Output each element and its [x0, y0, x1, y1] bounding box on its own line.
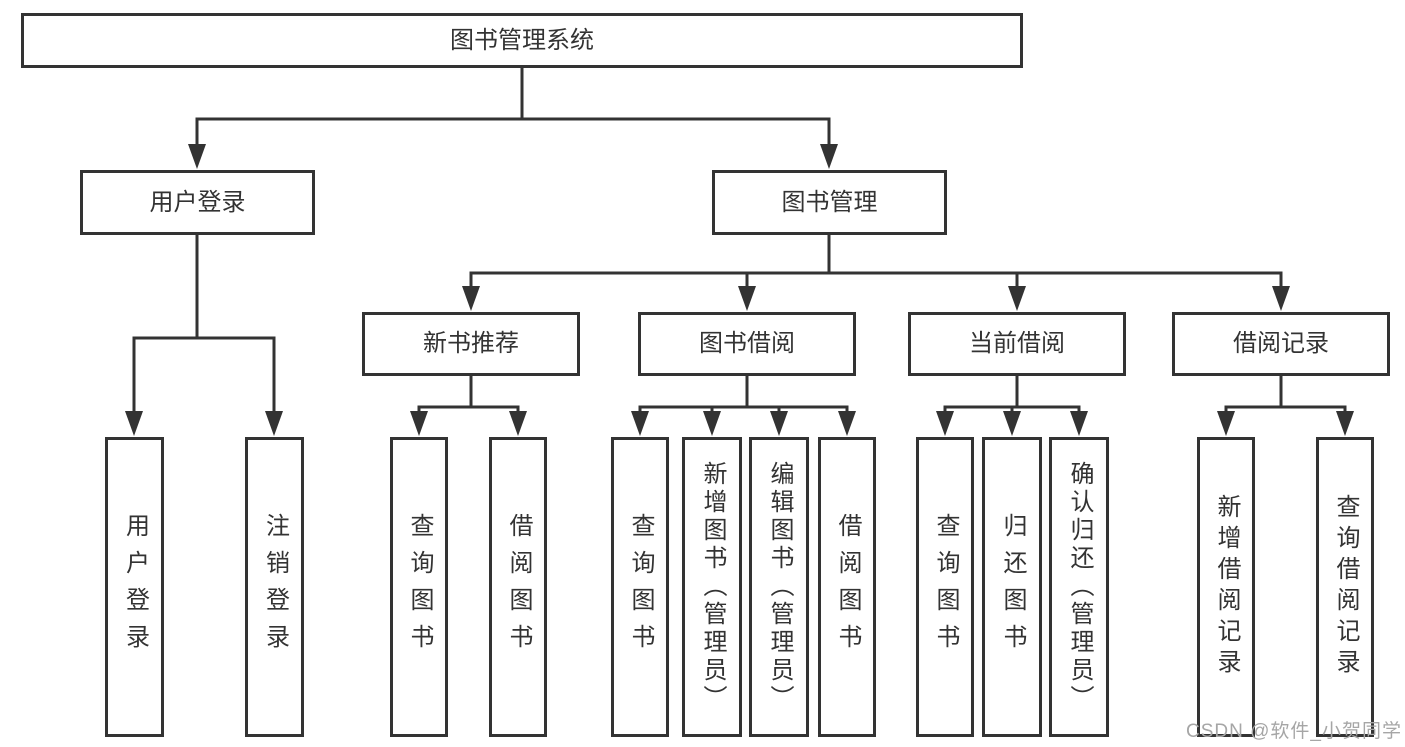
node-label: 当前借阅 [969, 330, 1065, 357]
node-label: 查询借阅记录 [1332, 494, 1359, 680]
node-borrow-records: 借阅记录 [1172, 312, 1390, 376]
node-leaf-query-book-2: 查询图书 [611, 437, 669, 737]
branch-current-borrow [943, 374, 1081, 418]
node-label: 查询图书 [932, 513, 959, 661]
arrowheads [125, 144, 1354, 436]
node-label: 查询图书 [627, 513, 654, 661]
node-label: 注销登录 [261, 513, 289, 661]
node-current-borrow: 当前借阅 [908, 312, 1126, 376]
node-label: 图书管理系统 [450, 26, 594, 54]
node-label: 借阅记录 [1233, 330, 1329, 357]
node-label: 图书借阅 [699, 330, 795, 357]
node-leaf-query-borrow-record: 查询借阅记录 [1316, 437, 1374, 737]
branch-borrow-records [1224, 374, 1347, 418]
node-leaf-query-book-3: 查询图书 [916, 437, 974, 737]
node-leaf-borrow-book-1: 借阅图书 [489, 437, 547, 737]
node-label: 新增图书（管理员） [699, 461, 726, 713]
node-label: 查询图书 [406, 513, 433, 661]
node-leaf-add-book-admin: 新增图书（管理员） [682, 437, 742, 737]
node-leaf-user-login: 用户登录 [105, 437, 164, 737]
node-label: 新增借阅记录 [1213, 494, 1240, 680]
node-label: 编辑图书（管理员） [766, 461, 793, 713]
branch-book-borrow [638, 374, 849, 418]
node-book-management: 图书管理 [712, 170, 947, 235]
node-label: 图书管理 [781, 188, 878, 216]
node-label: 用户登录 [121, 513, 149, 661]
branch-book-management [469, 233, 1283, 293]
node-root: 图书管理系统 [21, 13, 1023, 68]
node-leaf-return-book: 归还图书 [982, 437, 1042, 737]
node-leaf-borrow-book-2: 借阅图书 [818, 437, 876, 737]
node-label: 新书推荐 [423, 330, 519, 357]
node-label: 借阅图书 [505, 513, 532, 661]
node-leaf-confirm-return-admin: 确认归还（管理员） [1049, 437, 1109, 737]
node-label: 借阅图书 [834, 513, 861, 661]
branch-new-book-recommend [417, 374, 520, 418]
node-leaf-logout: 注销登录 [245, 437, 304, 737]
node-new-book-recommend: 新书推荐 [362, 312, 580, 376]
node-user-login: 用户登录 [80, 170, 315, 235]
node-label: 归还图书 [999, 513, 1026, 661]
branch-user-login [132, 233, 276, 418]
watermark: CSDN @软件_小贺同学 [1186, 721, 1402, 742]
node-leaf-query-book-1: 查询图书 [390, 437, 448, 737]
node-leaf-edit-book-admin: 编辑图书（管理员） [749, 437, 809, 737]
trunk-level1 [195, 66, 831, 152]
node-label: 确认归还（管理员） [1066, 461, 1093, 713]
node-book-borrow: 图书借阅 [638, 312, 856, 376]
node-leaf-add-borrow-record: 新增借阅记录 [1197, 437, 1255, 737]
node-label: 用户登录 [149, 188, 246, 216]
